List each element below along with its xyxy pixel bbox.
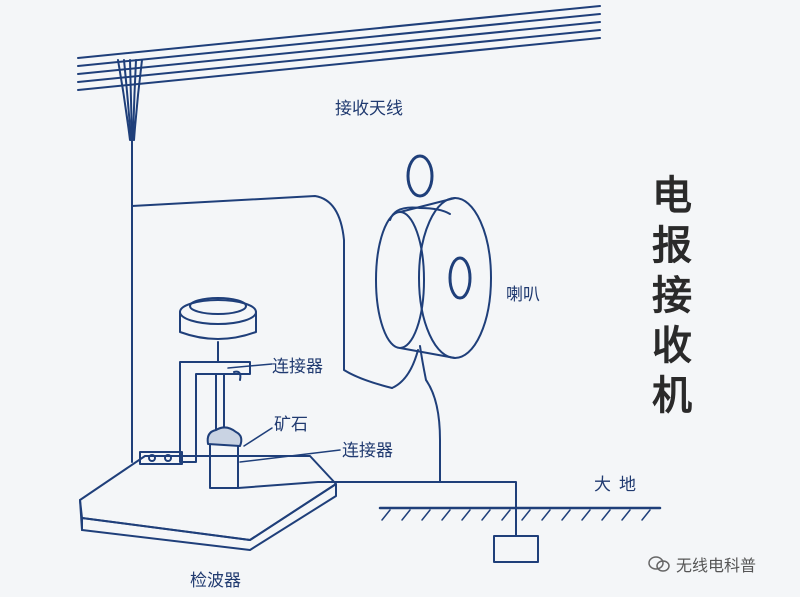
detector-base — [79, 455, 337, 551]
title-char-2: 报 — [652, 223, 692, 269]
wechat-icon — [648, 556, 670, 572]
antenna-label: 接收天线 — [335, 99, 403, 119]
watermark-text: 无线电科普 — [676, 556, 757, 575]
title-char-5: 机 — [652, 373, 692, 419]
connector-bottom-label: 连接器 — [342, 441, 393, 461]
ground-wire — [237, 481, 662, 563]
title-char-1: 电 — [652, 173, 692, 219]
ground-label: 大地 — [594, 475, 644, 495]
detector-bracket — [139, 297, 257, 489]
speaker-label: 喇叭 — [506, 285, 540, 305]
detector-label: 检波器 — [190, 571, 241, 591]
watermark: 无线电科普 — [648, 552, 756, 576]
connector-top-label: 连接器 — [272, 357, 323, 377]
title-char-4: 收 — [652, 323, 692, 369]
antenna-wires — [77, 5, 601, 141]
ore-label: 矿石 — [274, 415, 308, 435]
label-leaders — [227, 363, 341, 463]
speaker — [375, 154, 492, 483]
title-char-3: 接 — [652, 273, 692, 319]
antenna-down-lead — [131, 139, 393, 463]
